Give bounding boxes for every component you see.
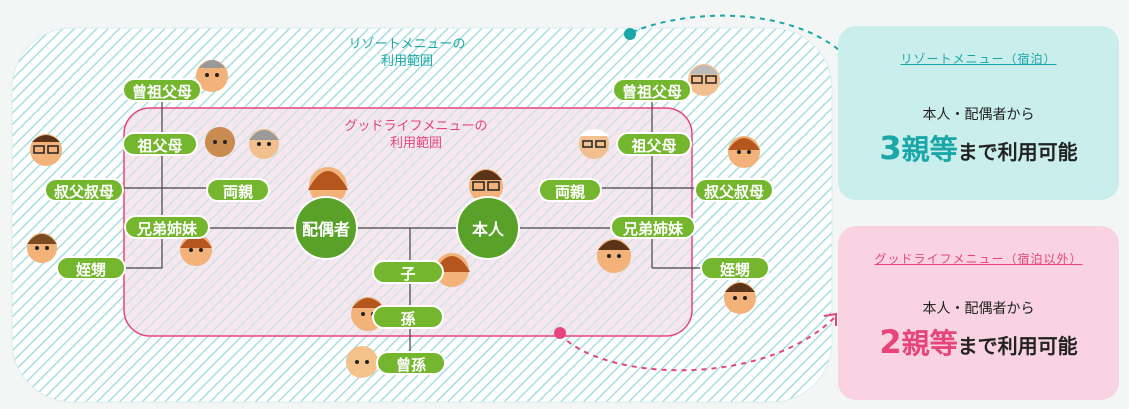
goodlife-dot bbox=[554, 327, 566, 339]
resort-card: リゾートメニュー（宿泊） 本人・配偶者から 3親等まで利用可能 bbox=[838, 26, 1119, 200]
resort-zone-title-line1: リゾートメニューの bbox=[348, 37, 466, 52]
resort-card-suffix: まで利用可能 bbox=[957, 140, 1078, 164]
face-icon bbox=[728, 136, 760, 168]
face-icon bbox=[205, 127, 235, 157]
family-faces bbox=[27, 60, 760, 378]
face-icon bbox=[688, 64, 720, 96]
face-icon bbox=[346, 346, 378, 378]
face-icon bbox=[196, 60, 228, 92]
goodlife-card-suffix: まで利用可能 bbox=[957, 334, 1078, 358]
face-icon bbox=[469, 169, 503, 203]
node-niece-nephew-right: 姪甥 bbox=[700, 256, 770, 280]
node-siblings-left: 兄弟姉妹 bbox=[124, 215, 210, 239]
goodlife-zone-title-line1: グッドライフメニューの bbox=[344, 119, 488, 134]
resort-zone-title: リゾートメニューの 利用範囲 bbox=[322, 36, 492, 70]
face-icon bbox=[249, 129, 279, 159]
resort-card-number: 3 bbox=[879, 129, 902, 167]
node-great-grandchild: 曾孫 bbox=[376, 351, 446, 375]
face-icon bbox=[180, 234, 212, 266]
resort-dot bbox=[624, 28, 636, 40]
resort-arrow bbox=[631, 14, 849, 59]
goodlife-card-unit: 親等 bbox=[901, 327, 958, 360]
resort-card-unit: 親等 bbox=[901, 133, 958, 166]
face-icon bbox=[30, 134, 62, 166]
goodlife-card-subtitle: 本人・配偶者から bbox=[922, 301, 1035, 317]
node-parents-left: 両親 bbox=[206, 178, 270, 202]
resort-card-title: リゾートメニュー（宿泊） bbox=[900, 52, 1057, 66]
face-icon bbox=[579, 129, 609, 159]
goodlife-arrowhead bbox=[823, 312, 837, 326]
goodlife-arrow bbox=[559, 317, 835, 372]
goodlife-card: グッドライフメニュー（宿泊以外） 本人・配偶者から 2親等まで利用可能 bbox=[838, 226, 1119, 400]
node-grandparents-right: 祖父母 bbox=[616, 132, 692, 156]
face-icon bbox=[724, 282, 756, 314]
face-icon bbox=[27, 233, 57, 263]
node-niece-nephew-left: 姪甥 bbox=[56, 256, 126, 280]
goodlife-card-number: 2 bbox=[879, 323, 902, 361]
goodlife-zone-title-line2: 利用範囲 bbox=[389, 136, 442, 151]
node-grandchild: 孫 bbox=[372, 305, 444, 329]
goodlife-card-main: 2親等まで利用可能 bbox=[838, 322, 1119, 362]
resort-card-subtitle: 本人・配偶者から bbox=[922, 107, 1035, 123]
node-child: 子 bbox=[372, 260, 444, 284]
node-great-grandparents-right: 曾祖父母 bbox=[612, 78, 692, 102]
node-grandparents-left: 祖父母 bbox=[122, 132, 198, 156]
goodlife-card-title: グッドライフメニュー（宿泊以外） bbox=[874, 252, 1083, 266]
goodlife-zone-title: グッドライフメニューの 利用範囲 bbox=[316, 118, 516, 152]
node-parents-right: 両親 bbox=[538, 178, 602, 202]
node-uncle-aunt-left: 叔父叔母 bbox=[44, 178, 124, 202]
resort-card-main: 3親等まで利用可能 bbox=[838, 128, 1119, 168]
node-spouse: 配偶者 bbox=[294, 196, 358, 260]
resort-zone-title-line2: 利用範囲 bbox=[380, 54, 433, 69]
node-self: 本人 bbox=[456, 196, 520, 260]
face-icon bbox=[597, 239, 631, 273]
node-siblings-right: 兄弟姉妹 bbox=[610, 215, 696, 239]
node-uncle-aunt-right: 叔父叔母 bbox=[694, 178, 774, 202]
node-great-grandparents-left: 曾祖父母 bbox=[122, 78, 202, 102]
face-icon bbox=[308, 167, 348, 205]
